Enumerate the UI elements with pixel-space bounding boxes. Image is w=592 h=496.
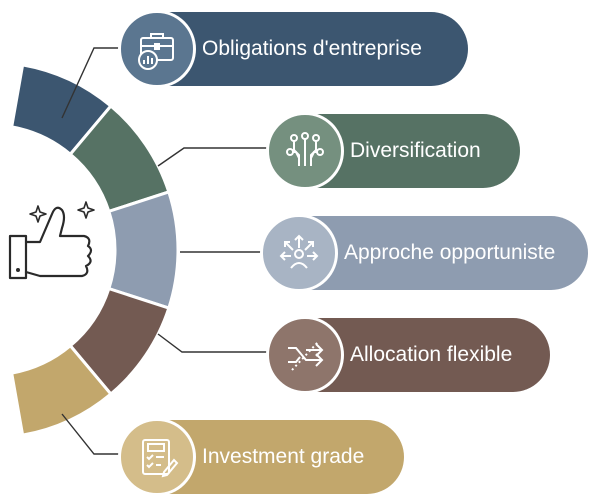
item-diversification: Diversification — [266, 112, 520, 190]
ring-segment-investment — [9, 343, 113, 437]
item-label: Approche opportuniste — [344, 241, 556, 264]
item-label: Investment grade — [202, 445, 365, 468]
connector-lines — [61, 47, 272, 455]
briefcase-chart-icon — [118, 10, 196, 88]
item-label: Allocation flexible — [350, 343, 513, 366]
connector-investment — [61, 413, 124, 455]
connector-obligations — [61, 47, 124, 119]
segment-ring — [9, 63, 180, 437]
arrows-exchange-icon — [266, 316, 344, 394]
item-label: Diversification — [350, 139, 481, 162]
connector-diversification — [157, 147, 272, 167]
checklist-icon — [118, 418, 196, 496]
item-allocation-flexible: Allocation flexible — [266, 316, 550, 394]
circuit-icon — [266, 112, 344, 190]
item-label: Obligations d'entreprise — [202, 37, 422, 60]
item-obligations-entreprise: Obligations d'entreprise — [118, 10, 468, 88]
target-person-icon — [260, 214, 338, 292]
thumbs-up-icon — [8, 201, 95, 280]
item-approche-opportuniste: Approche opportuniste — [260, 214, 588, 292]
item-investment-grade: Investment grade — [118, 418, 404, 496]
diagram-canvas — [8, 47, 272, 455]
connector-allocation — [157, 333, 272, 353]
